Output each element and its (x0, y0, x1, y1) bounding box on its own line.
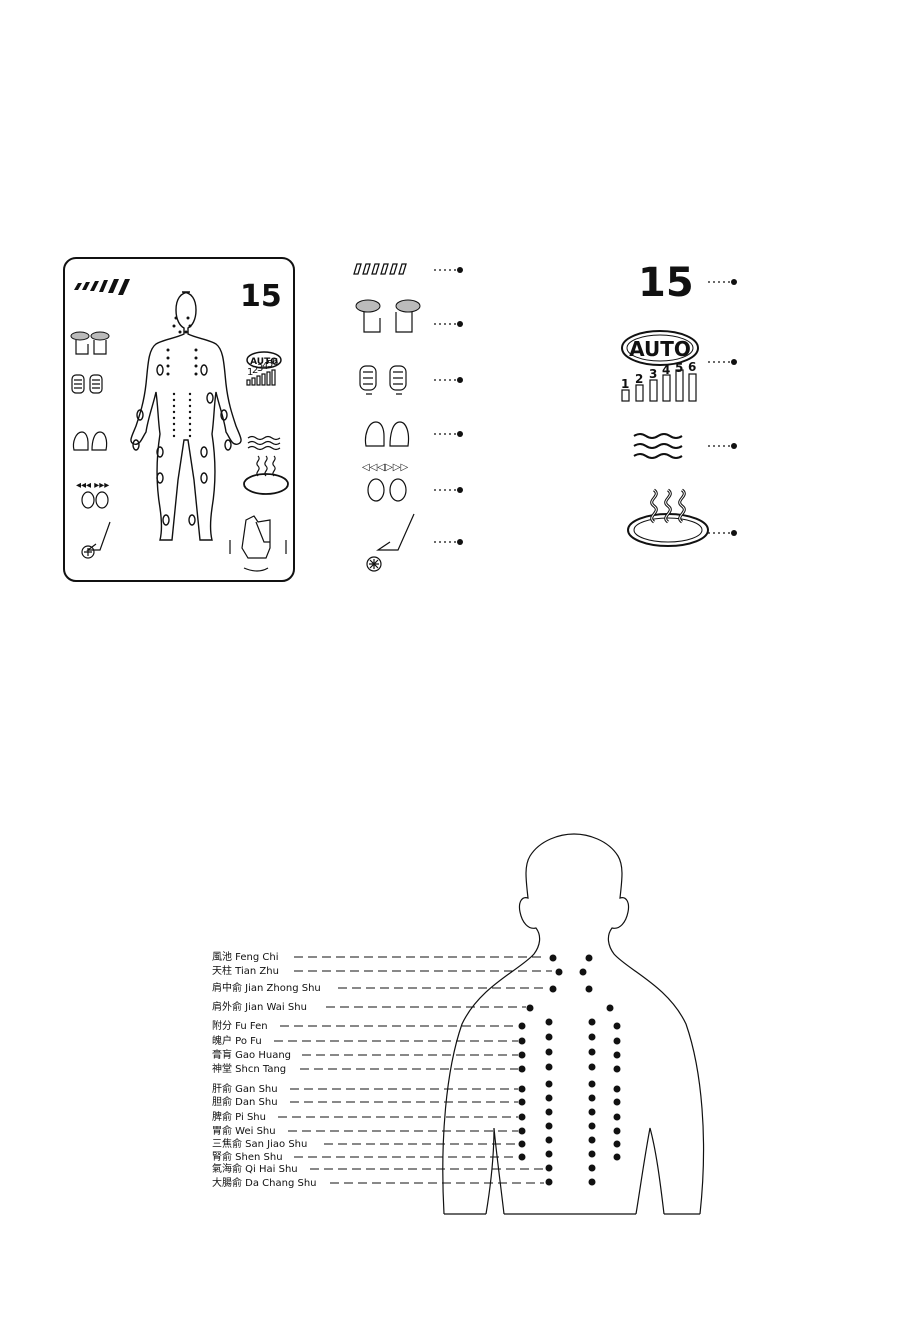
control-panel: 15 ◂◂◂ ▸▸▸ (64, 258, 294, 581)
acupoint-label-1: 風池 Feng Chi (212, 950, 279, 963)
legend-shoulder-icon (356, 300, 420, 332)
legend-left-leader-dots (457, 267, 463, 545)
legend-left-column: ◁◁◁▷▷▷ (354, 264, 463, 571)
legend-level-5: 5 (675, 361, 683, 375)
legend-right-leader-dots (731, 279, 737, 536)
acupoint-label-14: 腎俞 Shen Shu (212, 1150, 283, 1163)
legend-level-1: 1 (621, 377, 629, 391)
legend-level-bars: 1 2 3 4 5 6 (621, 360, 696, 401)
legend-level-2: 2 (635, 372, 643, 386)
legend-vibration-icon (634, 434, 682, 458)
legend-right-leaders (708, 282, 732, 533)
acupoint-label-4: 肩外俞 Jian Wai Shu (212, 1000, 307, 1013)
legend-timer-display: 15 (638, 260, 694, 306)
legend-left-leaders (434, 270, 458, 542)
acupoint-label-9: 肝俞 Gan Shu (212, 1082, 278, 1095)
legend-arm-icon (360, 366, 406, 394)
acupoint-label-3: 肩中俞 Jian Zhong Shu (212, 981, 321, 994)
acupoint-label-5: 附分 Fu Fen (212, 1019, 268, 1032)
panel-chair-icon (230, 516, 286, 571)
legend-intensity-icon (354, 264, 406, 274)
legend-heat-icon (628, 490, 708, 546)
legend-hand-icon (365, 422, 408, 446)
panel-arm-icon (72, 375, 102, 393)
acupoint-dots (519, 955, 621, 1186)
panel-intensity-icon (74, 279, 130, 295)
svg-text:◁◁◁▷▷▷: ◁◁◁▷▷▷ (362, 462, 408, 473)
legend-right-column: 15 AUTO 1 2 3 4 5 6 (621, 260, 737, 546)
panel-foot-icon: ◂◂◂ ▸▸▸ (76, 480, 109, 508)
acupoint-label-8: 神堂 Shcn Tang (212, 1062, 286, 1075)
acupoint-label-13: 三焦俞 San Jiao Shu (212, 1137, 307, 1150)
legend-auto-indicator: AUTO (622, 331, 698, 365)
acupoint-label-11: 脾俞 Pi Shu (212, 1110, 266, 1123)
svg-text:◂◂◂ ▸▸▸: ◂◂◂ ▸▸▸ (76, 480, 109, 491)
legend-foot-icon: ◁◁◁▷▷▷ (362, 462, 408, 501)
panel-body-figure (131, 292, 241, 540)
panel-heat-icon (244, 456, 288, 494)
acupoint-label-16: 大腸俞 Da Chang Shu (212, 1176, 317, 1189)
acupoint-label-12: 胃俞 Wei Shu (212, 1124, 276, 1137)
acupoint-label-15: 氣海俞 Qi Hai Shu (212, 1162, 298, 1175)
panel-vibration-icon (248, 437, 280, 450)
panel-hand-icon (73, 432, 106, 450)
legend-level-3: 3 (649, 367, 657, 381)
panel-level-6: 6 (272, 357, 278, 368)
acupoint-label-6: 魄户 Po Fu (212, 1034, 262, 1047)
legend-calf-icon (367, 514, 414, 571)
legend-level-6: 6 (688, 360, 696, 374)
panel-calf-icon (82, 522, 110, 558)
svg-text:AUTO: AUTO (629, 337, 691, 361)
acupoint-label-2: 天柱 Tian Zhu (212, 964, 279, 977)
panel-timer-display: 15 (240, 279, 282, 314)
legend-level-4: 4 (662, 363, 670, 377)
acupoint-label-10: 胆俞 Dan Shu (212, 1095, 278, 1108)
panel-shoulder-icon (71, 332, 109, 354)
acupoint-label-7: 膏肓 Gao Huang (212, 1048, 291, 1061)
